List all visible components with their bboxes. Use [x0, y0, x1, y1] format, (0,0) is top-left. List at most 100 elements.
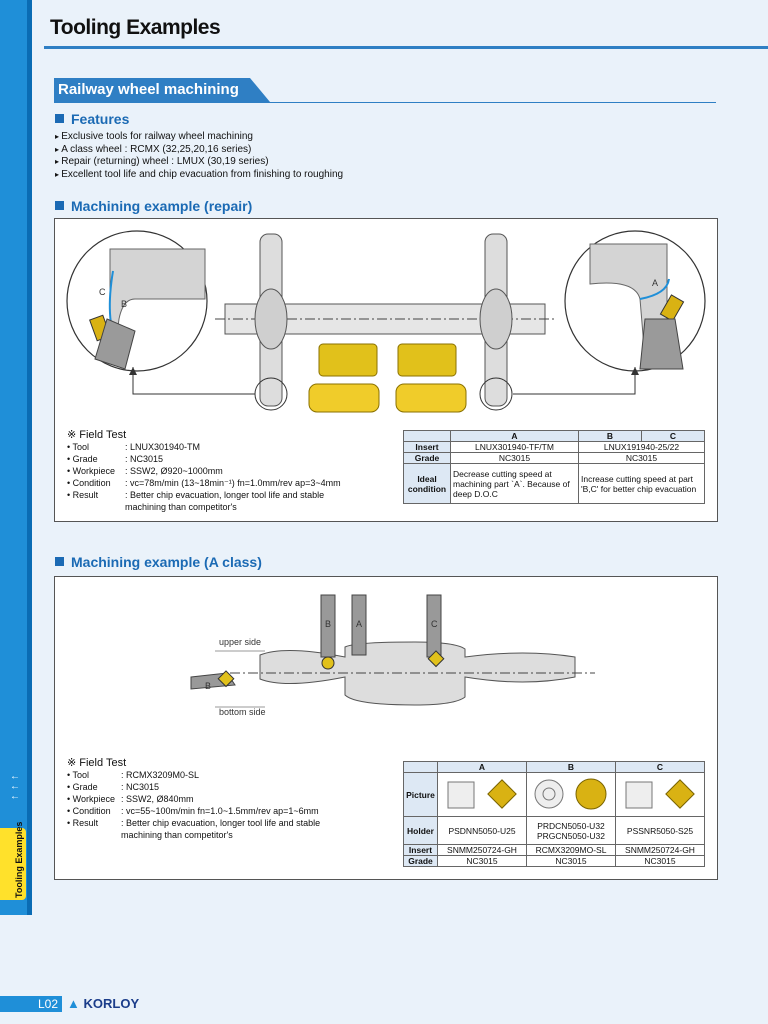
label-a: A [356, 619, 362, 629]
ft-key: • Tool [67, 442, 89, 452]
ft-key: • Grade [67, 454, 98, 464]
ft-value: machining than competitor's [125, 502, 237, 512]
row-grade-label: Grade [403, 855, 438, 867]
label-a: A [652, 278, 658, 288]
section-title: Railway wheel machining [58, 81, 239, 98]
ft-key: • Condition [67, 806, 111, 816]
picture-c [615, 772, 705, 817]
grade-b: NC3015 [526, 855, 616, 867]
section-tab: Railway wheel machining [54, 78, 270, 102]
ft-key: • Grade [67, 782, 98, 792]
repair-box: C B A ※ Field Test • Tool : LNUX301940-TM… [54, 218, 718, 522]
field-test-heading: ※ Field Test [67, 757, 127, 769]
holder-c: PSSNR5050-S25 [615, 816, 705, 845]
sidebar-tab-label: Tooling Examples [14, 821, 24, 898]
brand-name: KORLOY [83, 996, 140, 1011]
holder-a: PSDNN5050-U25 [437, 816, 527, 845]
aclass-heading: Machining example (A class) [55, 554, 262, 570]
logo-triangle-icon: ▲ [67, 996, 80, 1011]
picture-b [526, 772, 616, 817]
col-c: C [641, 430, 705, 442]
repair-heading: Machining example (repair) [55, 198, 252, 214]
row-ideal-label: Ideal condition [403, 463, 451, 504]
insert-round-icon [534, 778, 607, 809]
label-b: B [325, 619, 331, 629]
ft-value: : NC3015 [121, 782, 160, 792]
features-heading: Features [55, 111, 129, 127]
sidebar-strip [27, 0, 32, 915]
repair-field-test: ※ Field Test • Tool : LNUX301940-TM • Gra… [67, 429, 341, 513]
features-item: A class wheel : RCMX (32,25,20,16 series… [55, 144, 343, 157]
insert-a: LNUX301940-TF/TM [450, 441, 579, 453]
brand-logo: ▲ KORLOY [67, 996, 139, 1011]
field-test-heading: ※ Field Test [67, 429, 127, 441]
nav-arrows-icon[interactable]: ←←← [10, 771, 20, 802]
col-b: B [578, 430, 642, 442]
ft-value: : Better chip evacuation, longer tool li… [121, 818, 321, 828]
row-insert-label: Insert [403, 441, 451, 453]
col-a: A [437, 761, 527, 773]
grade-a: NC3015 [450, 452, 579, 464]
grade-c: NC3015 [615, 855, 705, 867]
repair-diagram: C B A [66, 230, 706, 413]
label-upper: upper side [219, 637, 261, 647]
ft-key: • Condition [67, 478, 111, 488]
ft-key: • Workpiece [67, 794, 116, 804]
aclass-field-test: ※ Field Test • Tool : RCMX3209M0-SL • Gra… [67, 757, 320, 841]
title-divider [44, 46, 768, 49]
section-divider [54, 102, 716, 103]
insert-b: RCMX3209MO-SL [526, 844, 616, 856]
ft-value: : NC3015 [125, 454, 164, 464]
grade-a: NC3015 [437, 855, 527, 867]
row-holder-label: Holder [403, 816, 438, 845]
label-bottom: bottom side [219, 707, 266, 717]
row-grade-label: Grade [403, 452, 451, 464]
insert-square-icon [625, 778, 695, 809]
holder-b1: PRDCN5050-U32 [537, 820, 605, 831]
insert-square-icon [447, 778, 517, 809]
grade-bc: NC3015 [578, 452, 705, 464]
ft-key [67, 829, 121, 841]
ft-key: • Result [67, 818, 99, 828]
features-item: Excellent tool life and chip evacuation … [55, 169, 343, 182]
label-b2: B [205, 681, 211, 691]
left-sidebar [0, 0, 32, 915]
picture-a [437, 772, 527, 817]
page-title: Tooling Examples [50, 16, 221, 39]
aclass-diagram: upper side bottom side B A C B [190, 594, 595, 717]
ft-key: • Workpiece [67, 466, 116, 476]
ft-key: • Tool [67, 770, 89, 780]
ft-value: : vc=78m/min (13~18min⁻¹) fn=1.0mm/rev a… [125, 478, 341, 488]
page-number: L02 [0, 996, 62, 1012]
row-picture-label: Picture [403, 772, 438, 817]
insert-a: SNMM250724-GH [437, 844, 527, 856]
ideal-a: Decrease cutting speed at machining part… [450, 463, 579, 504]
label-c: C [99, 287, 106, 297]
insert-bc: LNUX191940-25/22 [578, 441, 705, 453]
col-b: B [526, 761, 616, 773]
ft-value: : LNUX301940-TM [125, 442, 201, 452]
col-c: C [615, 761, 705, 773]
ft-key [67, 501, 125, 513]
ft-value: : SSW2, Ø920~1000mm [125, 466, 223, 476]
ideal-bc: Increase cutting speed at part 'B,C' for… [578, 463, 705, 504]
sidebar-tab-tooling-examples[interactable]: Tooling Examples [0, 822, 26, 900]
ft-value: : vc=55~100m/min fn=1.0~1.5mm/rev ap=1~6… [121, 806, 319, 816]
label-c: C [431, 619, 438, 629]
row-insert-label: Insert [403, 844, 438, 856]
features-item: Repair (returning) wheel : LMUX (30,19 s… [55, 156, 343, 169]
ft-value: : RCMX3209M0-SL [121, 770, 200, 780]
aclass-box: upper side bottom side B A C B ※ Field T… [54, 576, 718, 880]
holder-b2: PRGCN5050-U32 [536, 830, 606, 841]
label-b: B [121, 299, 127, 309]
insert-c: SNMM250724-GH [615, 844, 705, 856]
ft-value: : Better chip evacuation, longer tool li… [125, 490, 325, 500]
ft-value: machining than competitor's [121, 830, 233, 840]
ft-key: • Result [67, 490, 99, 500]
col-a: A [450, 430, 579, 442]
features-list: Exclusive tools for railway wheel machin… [55, 131, 343, 181]
ft-value: : SSW2, Ø840mm [121, 794, 194, 804]
features-item: Exclusive tools for railway wheel machin… [55, 131, 343, 144]
